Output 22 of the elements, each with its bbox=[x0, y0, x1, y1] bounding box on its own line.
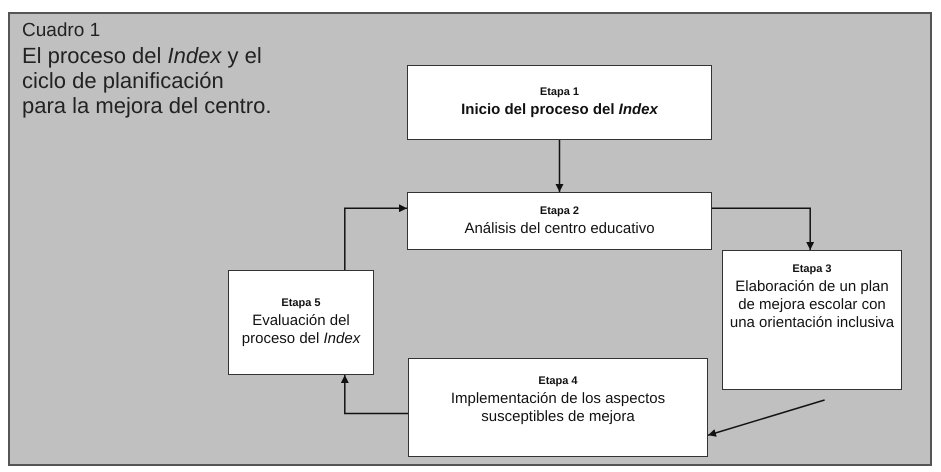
stage-box bbox=[722, 250, 902, 390]
arrow bbox=[708, 399, 825, 437]
arrow bbox=[344, 204, 407, 270]
stage-box bbox=[228, 270, 374, 375]
stage-number: Etapa 5 bbox=[281, 297, 321, 309]
stage-number: Etapa 4 bbox=[538, 375, 578, 387]
arrow bbox=[556, 140, 564, 192]
stage-description: Inicio del proceso del Index bbox=[461, 101, 658, 119]
stage-description: Implementación de los aspectos susceptibles de mejora bbox=[450, 390, 666, 426]
stage-description: Análisis del centro educativo bbox=[464, 220, 655, 238]
stage-number: Etapa 3 bbox=[792, 263, 832, 275]
stage-box bbox=[407, 65, 712, 140]
stage-number: Etapa 2 bbox=[540, 204, 580, 216]
stage-number: Etapa 1 bbox=[540, 86, 580, 98]
stage-box bbox=[407, 192, 712, 250]
stage-description: Evaluación del proceso del Index bbox=[240, 312, 362, 348]
arrow bbox=[712, 208, 814, 250]
stage-description: Elaboración de un plan de mejora escolar con una orientación inclusiva bbox=[728, 278, 896, 332]
title: El proceso del Index y el ciclo de planificación para la mejora del centro. bbox=[22, 43, 272, 118]
figure-number: Cuadro 1 bbox=[22, 20, 100, 42]
arrow bbox=[340, 375, 408, 414]
stage-box bbox=[408, 358, 708, 457]
